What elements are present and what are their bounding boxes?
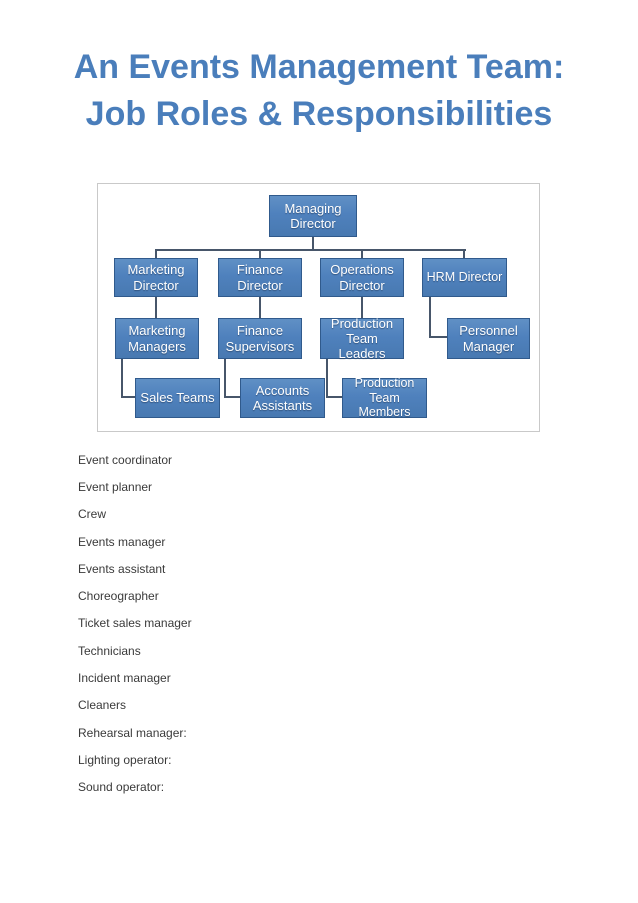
job-role-item: Crew xyxy=(78,507,107,522)
job-role-item: Lighting operator: xyxy=(78,752,172,767)
job-role-item: Choreographer xyxy=(78,589,159,604)
org-node-production-team-members: Production Team Members xyxy=(342,376,427,419)
connector-operations-v xyxy=(361,297,363,318)
connector-sales-elbow-h xyxy=(121,396,135,398)
connector-prodmembers-elbow-h xyxy=(326,396,342,398)
connector-drop-marketing xyxy=(155,250,157,258)
job-role-item: Rehearsal manager: xyxy=(78,725,187,740)
page-title-line2: Job Roles & Responsibilities xyxy=(85,95,553,133)
job-role-item: Events assistant xyxy=(78,561,166,576)
job-role-item: Events manager xyxy=(78,534,166,549)
connector-drop-finance xyxy=(259,250,261,258)
connector-finance-v xyxy=(259,297,261,318)
connector-prodmembers-elbow-v xyxy=(326,359,328,398)
org-node-marketing-director: Marketing Director xyxy=(114,258,198,297)
org-node-accounts-assistants: Accounts Assistants xyxy=(240,378,325,418)
job-role-item: Event coordinator xyxy=(78,452,173,467)
org-node-finance-supervisors: Finance Supervisors xyxy=(218,318,302,359)
connector-drop-operations xyxy=(361,250,363,258)
page-title-line1: An Events Management Team: xyxy=(73,48,565,86)
org-node-hrm-director: HRM Director xyxy=(422,258,507,297)
org-node-operations-director: Operations Director xyxy=(320,258,404,297)
job-role-item: Sound operator: xyxy=(78,780,165,795)
page-title: An Events Management Team: Job Roles & R… xyxy=(0,44,638,138)
job-role-item: Technicians xyxy=(78,643,141,658)
connector-hrm-elbow-v xyxy=(429,297,431,338)
job-role-item: Ticket sales manager xyxy=(78,616,192,631)
connector-hrm-elbow-h xyxy=(429,336,447,338)
org-node-finance-director: Finance Director xyxy=(218,258,302,297)
connector-marketing-v xyxy=(155,297,157,318)
org-node-managing-director: Managing Director xyxy=(269,195,357,237)
org-node-production-team-leaders: Production Team Leaders xyxy=(320,316,404,361)
org-node-sales-teams: Sales Teams xyxy=(135,378,220,418)
job-role-item: Event planner xyxy=(78,479,153,494)
org-node-personnel-manager: Personnel Manager xyxy=(447,318,530,359)
connector-drop-hrm xyxy=(463,250,465,258)
job-role-item: Incident manager xyxy=(78,671,171,686)
connector-branch xyxy=(155,249,466,251)
org-node-marketing-managers: Marketing Managers xyxy=(115,318,199,359)
connector-md-stem xyxy=(312,237,314,250)
org-chart: Managing Director Marketing Director Fin… xyxy=(97,183,540,432)
connector-sales-elbow-v xyxy=(121,359,123,398)
job-role-item: Cleaners xyxy=(78,698,127,713)
connector-accounts-elbow-h xyxy=(224,396,240,398)
connector-accounts-elbow-v xyxy=(224,359,226,398)
